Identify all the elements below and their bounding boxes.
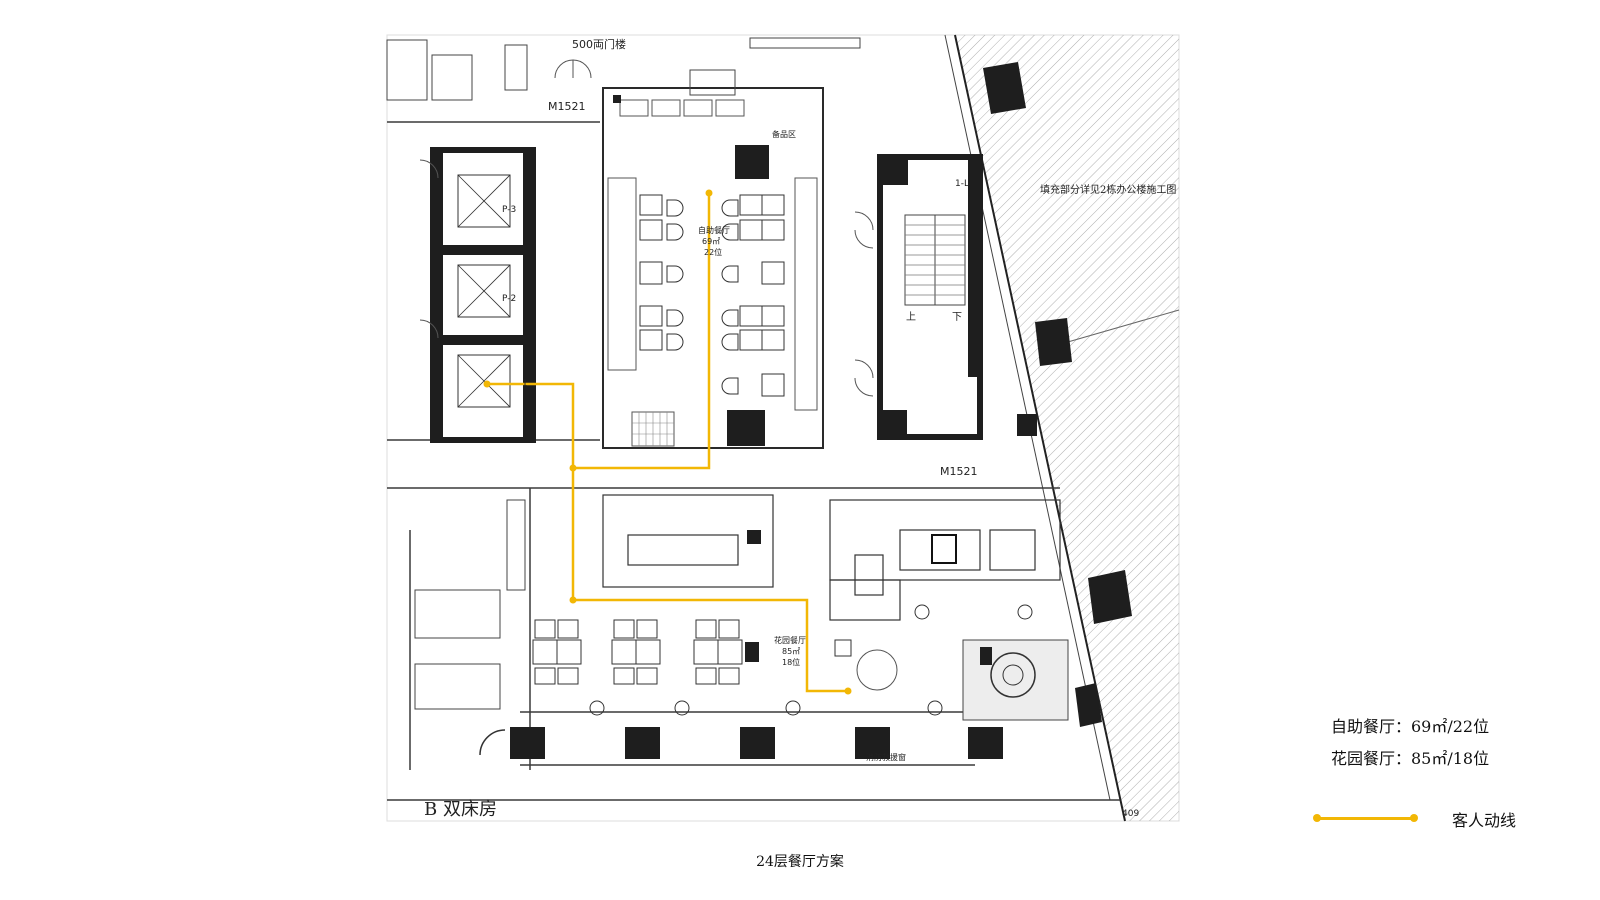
garden-seats-label: 18位: [782, 657, 800, 667]
route-legend-dot-start: [1313, 814, 1321, 822]
kitchen-equipment: [931, 534, 957, 564]
left-door-arc: [479, 729, 506, 756]
buffet-grid-lines: [632, 412, 674, 446]
stair-core: [877, 154, 983, 440]
door-label-top: 500両门楼: [572, 37, 626, 51]
tree-icon: [990, 652, 1036, 698]
buffet-area-label: 69㎡: [702, 237, 720, 246]
garden-seating: [532, 619, 852, 685]
stair-treads: [905, 224, 965, 296]
guest-route: [487, 193, 848, 693]
buffet-room-label: 自助餐厅: [698, 225, 730, 235]
prep-area-label: 备品区: [772, 129, 796, 139]
buffet-counter-left: [607, 177, 637, 371]
walls: [387, 121, 1120, 801]
kitchen-unit: [747, 530, 761, 544]
garden-round-columns: [589, 604, 1033, 716]
elevator-1-label: 1: [522, 379, 528, 389]
stair-down-label: 下: [952, 312, 962, 323]
buffet-seating: [639, 194, 785, 397]
grid-mark-label: 409: [1122, 809, 1139, 819]
garden-column-small: [745, 642, 759, 662]
route-legend: 客人动线: [1313, 807, 1535, 831]
route-legend-line: [1315, 817, 1415, 820]
fire-window-label: 消防救援窗: [866, 752, 906, 762]
legend-garden: 花园餐厅：85㎡/18位: [1331, 749, 1490, 768]
buffet-counter-right: [794, 177, 818, 411]
plan-caption: 24层餐厅方案: [756, 854, 844, 870]
buffet-seats-label: 22位: [704, 247, 722, 257]
stair-code-label: 1-L: [955, 179, 969, 189]
elevator-3-label: P-3: [502, 205, 516, 215]
door-m1521-mid: M1521: [940, 465, 978, 478]
buffet-room-outline: [602, 87, 824, 449]
route-points: [483, 189, 852, 695]
buffet-column-top: [735, 145, 769, 179]
garden-area-label: 85㎡: [782, 647, 800, 656]
elevator-core: [430, 147, 536, 443]
hatched-zone: [955, 35, 1179, 821]
door-m1521-top: M1521: [548, 100, 586, 113]
stair-up-label: 上: [906, 311, 916, 323]
planter: [962, 639, 1069, 721]
route-legend-dot-end: [1410, 814, 1418, 822]
planter-column: [980, 647, 992, 665]
twin-room-label: B 双床房: [424, 799, 497, 820]
kitchen-rooms: [602, 494, 1061, 621]
left-rooms: [386, 37, 861, 710]
garden-room-label: 花园餐厅: [774, 635, 806, 645]
route-legend-label: 客人动线: [1452, 811, 1517, 830]
curtain-columns: [983, 62, 1132, 727]
tree-core: [1002, 664, 1024, 686]
perimeter-columns: [510, 727, 1003, 759]
doors: [419, 59, 898, 691]
fill-note: 填充部分详见2栋办公楼施工图: [1040, 183, 1176, 196]
elevator-2-label: P-2: [502, 294, 516, 304]
buffet-column-bottom: [727, 410, 765, 446]
buffet-top-counters: [619, 99, 745, 117]
legend-buffet: 自助餐厅：69㎡/22位: [1331, 717, 1490, 736]
buffet-corner: [613, 95, 621, 103]
